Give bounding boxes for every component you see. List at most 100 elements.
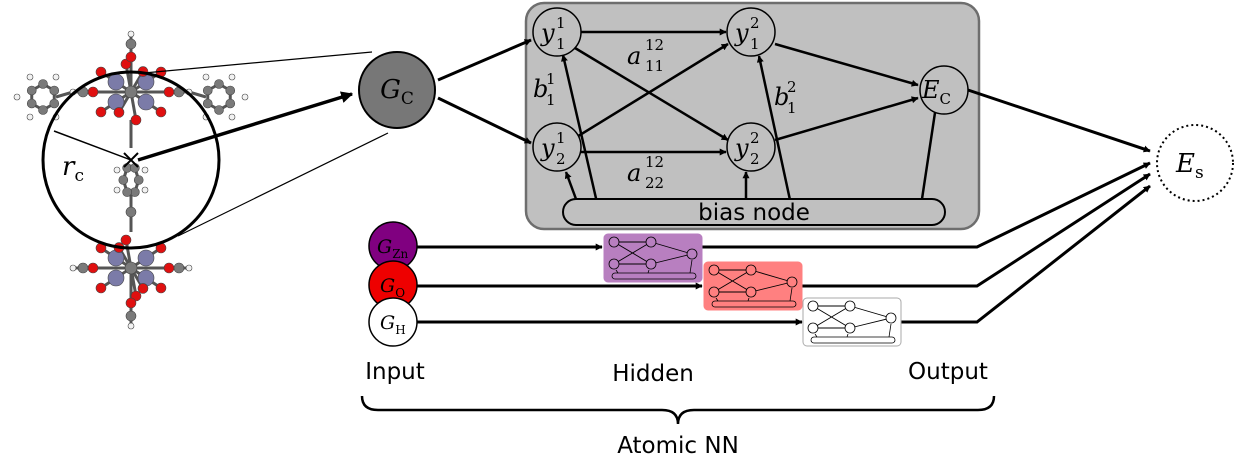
atom-h (113, 166, 121, 174)
svg-text:y: y (540, 19, 555, 47)
atom-o (95, 282, 107, 294)
mini-networks (603, 233, 902, 347)
atom-c (133, 175, 144, 185)
atom-o (113, 107, 125, 118)
node-y21: y 2 1 (726, 7, 776, 57)
weight-b11: b (533, 75, 548, 103)
mini-network (802, 297, 902, 347)
atom-c (26, 85, 37, 96)
input-node-h: GH (368, 297, 418, 347)
atom-c (225, 98, 236, 109)
atom-c (122, 187, 132, 197)
mof-structure (13, 30, 249, 330)
atom-c (49, 98, 60, 109)
cutoff-sphere: rc (41, 70, 221, 250)
svg-text:1: 1 (556, 35, 566, 53)
weight-a22-sub: 22 (645, 174, 664, 192)
atom-o (120, 234, 132, 246)
atom-h (69, 264, 77, 272)
weight-b21: b (774, 83, 789, 111)
node-y12: y 1 2 (532, 122, 582, 172)
node-y22: y 2 2 (726, 122, 776, 172)
weight-b21-sub: 1 (787, 99, 797, 117)
node-y11: y 1 1 (532, 7, 582, 57)
weight-b21-sup: 2 (787, 78, 797, 96)
cutoff-to-descriptor-arrow (137, 91, 354, 162)
atom-zn (107, 269, 125, 287)
hidden-label: Hidden (612, 361, 694, 387)
atom-c (118, 175, 129, 185)
svg-text:GH: GH (380, 312, 406, 337)
output-label: Output (908, 359, 988, 385)
atom-h (113, 186, 121, 194)
atom-c (125, 310, 137, 322)
weight-b11-sub: 1 (546, 91, 556, 109)
atom-zn (107, 73, 125, 91)
atom-c (173, 262, 185, 274)
atom-h (26, 113, 34, 121)
svg-text:Es: Es (1175, 149, 1204, 183)
atom-h (141, 166, 149, 174)
input-to-y12-arrow (437, 96, 532, 145)
svg-text:2: 2 (750, 150, 760, 168)
ec-to-es-arrow (967, 88, 1151, 153)
atom-o (163, 86, 175, 98)
atom-o (95, 106, 107, 118)
atom-o (125, 297, 137, 309)
atom-o (87, 86, 99, 98)
atom-c (214, 105, 224, 115)
atom-h (13, 93, 21, 101)
atom-c (214, 79, 224, 89)
weight-a11-sub: 11 (645, 57, 664, 75)
mini-network (603, 233, 703, 283)
atom-zn (137, 249, 155, 267)
descriptor-node: GC (358, 51, 436, 129)
weight-a11-sup: 12 (645, 36, 664, 54)
atom-c (26, 98, 37, 109)
atom-h (127, 322, 135, 330)
bias-node-label: bias node (698, 200, 810, 226)
atom-zn (137, 73, 155, 91)
atom-o (87, 262, 99, 274)
atom-h (185, 264, 193, 272)
atom-h (241, 93, 249, 101)
svg-text:2: 2 (556, 150, 566, 168)
atom-zn (107, 249, 125, 267)
weight-b11-sup: 1 (546, 70, 556, 88)
atom-c (125, 38, 137, 50)
svg-text:1: 1 (750, 35, 760, 53)
network-panel (524, 1, 981, 231)
node-ec: EC (919, 65, 969, 115)
atom-c (38, 105, 48, 115)
atomic-nn-label: Atomic NN (617, 433, 739, 457)
svg-text:2: 2 (750, 14, 760, 32)
svg-text:GZn: GZn (377, 236, 409, 261)
atomic-nn-brace (360, 395, 996, 425)
atom-h (26, 73, 34, 81)
atom-o (137, 283, 149, 294)
svg-text:EC: EC (921, 76, 951, 108)
atom-h (127, 30, 135, 38)
mini-network (703, 261, 803, 311)
atom-c (124, 85, 138, 99)
atom-h (141, 186, 149, 194)
atom-o (155, 282, 167, 294)
svg-text:GC: GC (380, 75, 414, 109)
svg-text:GO: GO (380, 275, 405, 300)
input-node-zn: GZn (368, 221, 418, 271)
weight-a11: a (627, 42, 641, 70)
weight-a22: a (627, 159, 641, 187)
weight-a22-sup: 12 (645, 153, 664, 171)
atom-zn (137, 93, 155, 111)
atom-h (228, 73, 236, 81)
atom-o (125, 51, 137, 63)
svg-text:y: y (540, 134, 555, 162)
atom-c (225, 85, 236, 96)
svg-text:y: y (734, 134, 749, 162)
atom-c (77, 262, 89, 274)
atom-zn (137, 269, 155, 287)
atom-zn (107, 93, 125, 111)
network-edges (561, 28, 939, 208)
atom-c (124, 261, 138, 275)
